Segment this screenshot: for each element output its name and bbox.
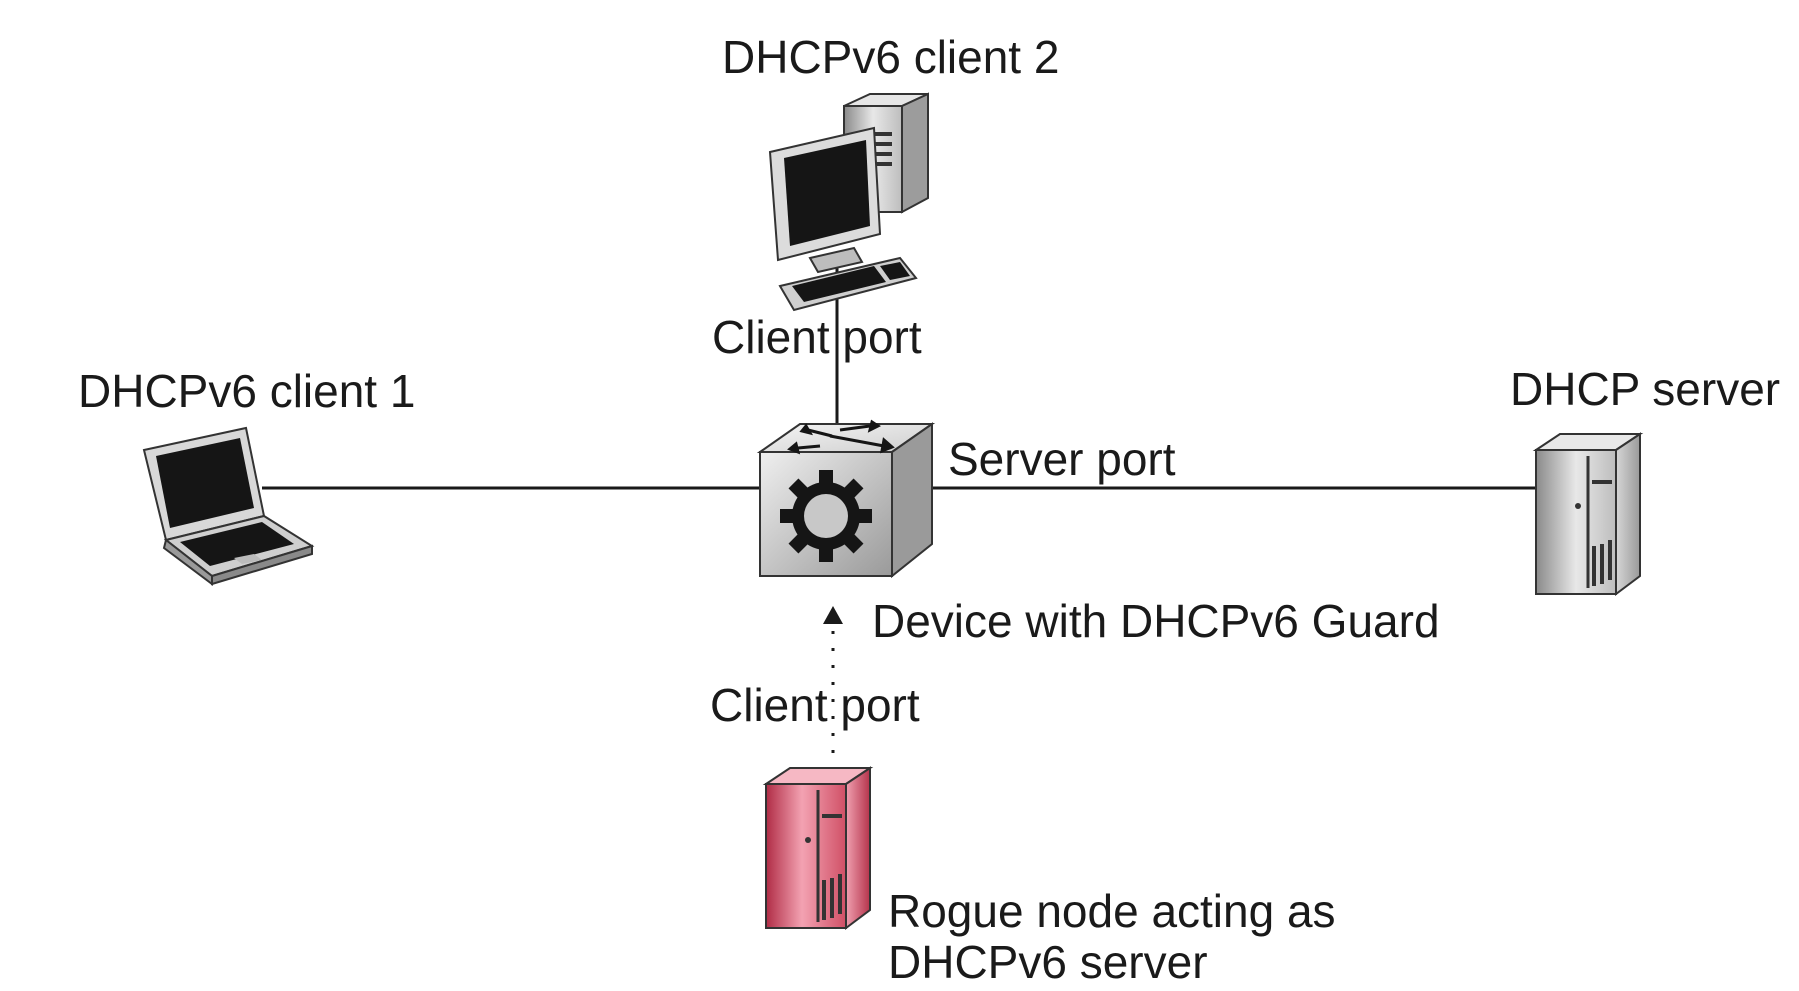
server-label: DHCP server — [1510, 363, 1781, 415]
tower-server-icon — [1532, 432, 1644, 596]
guard-device-label: Device with DHCPv6 Guard — [872, 595, 1440, 647]
router-switch-icon — [756, 419, 936, 579]
client2-label: DHCPv6 client 2 — [722, 31, 1060, 83]
client1-label: DHCPv6 client 1 — [78, 365, 416, 417]
laptop-icon — [142, 426, 315, 586]
server-port-label: Server port — [948, 433, 1176, 485]
client-port-bottom-label: Client port — [710, 679, 920, 731]
rogue-server-icon — [762, 766, 874, 930]
client-port-top-label: Client port — [712, 311, 922, 363]
rogue-node-label: Rogue node acting as DHCPv6 server — [888, 885, 1336, 988]
rogue-arrowhead — [823, 606, 843, 624]
desktop-computer-icon — [768, 92, 929, 312]
